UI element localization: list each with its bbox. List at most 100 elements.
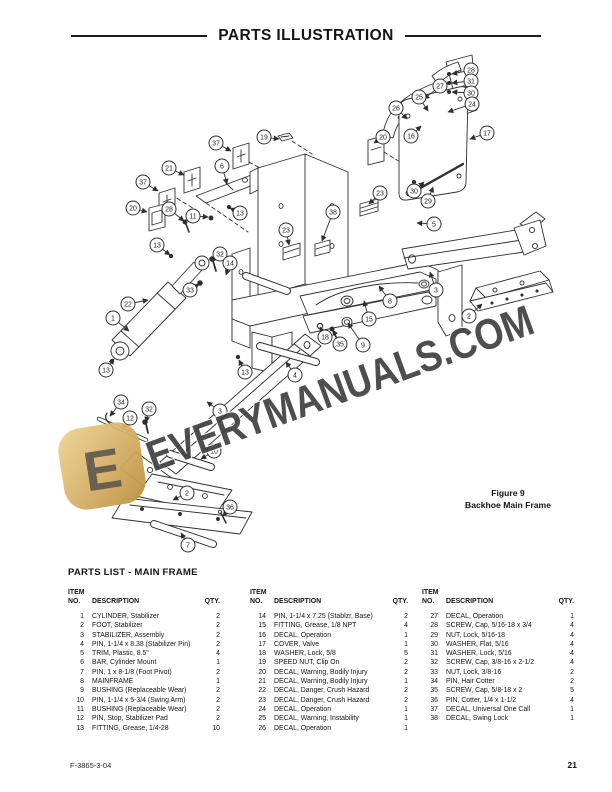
callout-number: 2 bbox=[467, 314, 471, 321]
callout-balloon bbox=[105, 310, 121, 326]
callout-leader bbox=[206, 401, 215, 408]
callout-balloon bbox=[432, 78, 448, 94]
callout-leader bbox=[144, 415, 151, 423]
callout-number: 13 bbox=[236, 211, 244, 218]
callout-leader bbox=[172, 495, 181, 501]
column-header-qty: QTY. bbox=[392, 598, 408, 605]
callout-number: 22 bbox=[124, 302, 132, 309]
part-item-no: 16 bbox=[258, 631, 266, 639]
part-description: DECAL, Warning, Instability bbox=[274, 715, 359, 723]
callout-number: 33 bbox=[186, 288, 194, 295]
part-description: MAINFRAME bbox=[92, 678, 134, 686]
column-header-no: NO. bbox=[68, 598, 81, 605]
part-item-no: 7 bbox=[80, 668, 84, 676]
callout-balloon bbox=[182, 282, 198, 298]
callout-leader bbox=[422, 102, 429, 112]
part-item-no: 9 bbox=[80, 687, 84, 695]
column-header-row: NO. DESCRIPTION QTY. bbox=[250, 597, 408, 606]
callout-leader bbox=[118, 322, 130, 332]
callout-number: 28 bbox=[467, 68, 475, 75]
part-description: DECAL, Operation bbox=[274, 705, 332, 713]
callout-balloon bbox=[180, 537, 196, 553]
part-qty: 2 bbox=[216, 640, 220, 648]
callout-balloon bbox=[135, 174, 151, 190]
callout-leader bbox=[285, 236, 291, 246]
page-header: PARTS ILLUSTRATION bbox=[71, 27, 541, 45]
column-header-item: ITEM bbox=[68, 589, 85, 596]
watermark-logo bbox=[58, 422, 146, 510]
part-qty: 1 bbox=[404, 631, 408, 639]
part-qty: 2 bbox=[216, 715, 220, 723]
part-description: NUT, Lock, 5/16-18 bbox=[446, 631, 505, 639]
callout-balloon bbox=[206, 443, 222, 459]
column-header-description: DESCRIPTION bbox=[446, 598, 494, 605]
callout-number: 11 bbox=[189, 214, 196, 221]
callout-balloon bbox=[222, 499, 238, 515]
part-qty: 1 bbox=[404, 640, 408, 648]
part-item-no: 13 bbox=[76, 724, 84, 732]
callout-leader bbox=[451, 70, 465, 76]
part-item-no: 1 bbox=[80, 613, 84, 620]
part-item-no: 19 bbox=[258, 659, 266, 667]
part-qty: 2 bbox=[216, 696, 220, 704]
part-item-no: 6 bbox=[80, 659, 84, 667]
callout-leader bbox=[332, 329, 338, 338]
part-item-no: 33 bbox=[430, 668, 438, 676]
part-description: PIN, 1-1/4 x 5-3/4 (Swing Arm) bbox=[92, 696, 186, 704]
part-item-no: 15 bbox=[258, 622, 266, 630]
callout-balloon bbox=[149, 237, 165, 253]
part-qty: 2 bbox=[216, 668, 220, 676]
part-qty: 4 bbox=[570, 622, 574, 630]
callout-leader bbox=[175, 170, 185, 176]
callout-number: 3 bbox=[218, 409, 222, 416]
part-description: STABILIZER, Assembly bbox=[92, 631, 165, 639]
part-qty: 4 bbox=[404, 622, 408, 630]
figure-caption: Figure 9 Backhoe Main Frame bbox=[440, 488, 576, 511]
part-description: DECAL, Swing Lock bbox=[446, 715, 509, 723]
page-footer: F-3865-3-04 21 bbox=[70, 760, 577, 770]
callout-balloon bbox=[403, 128, 419, 144]
part-item-no: 23 bbox=[258, 696, 266, 704]
part-description: SCREW, Cap, 5/8-18 x 2 bbox=[446, 687, 523, 695]
callout-balloon bbox=[382, 293, 398, 309]
callout-leader bbox=[400, 112, 408, 120]
part-item-no: 8 bbox=[80, 678, 84, 686]
callout-balloon bbox=[214, 158, 230, 174]
part-item-no: 22 bbox=[258, 687, 266, 695]
callout-balloon bbox=[256, 129, 272, 145]
part-description: DECAL, Danger, Crush Hazard bbox=[274, 696, 370, 704]
part-description: BUSHING (Replaceable Wear) bbox=[92, 705, 187, 713]
callout-leader bbox=[451, 89, 465, 96]
part-qty: 2 bbox=[404, 668, 408, 676]
callout-number: 36 bbox=[226, 505, 234, 512]
part-qty: 5 bbox=[570, 687, 574, 695]
part-item-no: 35 bbox=[430, 687, 438, 695]
callout-number: 13 bbox=[102, 368, 110, 375]
callout-leader bbox=[139, 207, 148, 214]
callout-number: 15 bbox=[365, 317, 373, 324]
callout-balloon bbox=[287, 367, 303, 383]
page-number: 21 bbox=[567, 760, 577, 770]
part-description: BUSHING (Replaceable Wear) bbox=[92, 687, 187, 695]
figure-number: Figure 9 bbox=[491, 488, 525, 498]
part-item-no: 30 bbox=[430, 640, 438, 648]
part-item-no: 31 bbox=[430, 650, 438, 658]
callout-number: 5 bbox=[432, 222, 436, 229]
column-header-qty: QTY. bbox=[204, 598, 220, 605]
page-title: PARTS ILLUSTRATION bbox=[218, 27, 394, 44]
callout-leader bbox=[418, 181, 425, 188]
column-header-no: NO. bbox=[422, 598, 435, 605]
